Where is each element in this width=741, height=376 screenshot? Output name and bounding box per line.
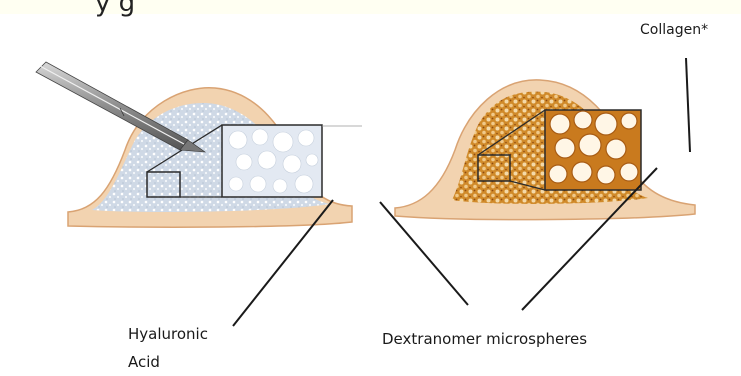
dextranomer-label: Dextranomer microspheres: [382, 330, 587, 348]
collagen-pointer: [686, 58, 690, 152]
collagen-label: Collagen*: [640, 22, 708, 38]
dextranomer-bleb: [395, 80, 695, 220]
hyaluronic-acid-label-line1: Hyaluronic: [128, 320, 208, 348]
hyaluronic-acid-label: Hyaluronic Acid: [128, 320, 208, 376]
hyaluronic-acid-label-line2: Acid: [128, 348, 208, 376]
